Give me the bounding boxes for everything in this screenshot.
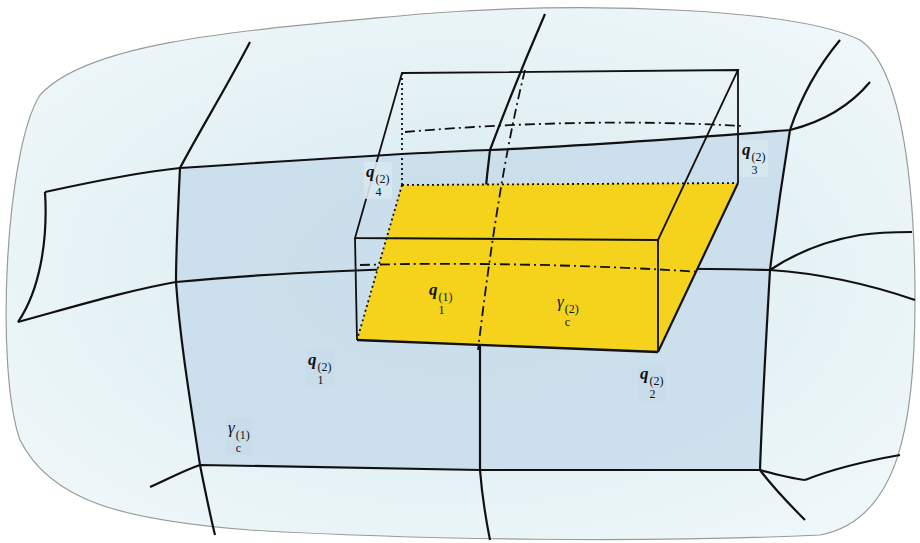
contact-face xyxy=(357,183,738,352)
mesh-lines xyxy=(18,14,915,540)
domain-outline xyxy=(6,8,915,540)
math-label: q4(2) xyxy=(364,162,392,199)
math-label: q2(2) xyxy=(638,364,666,401)
dash-dot-lines xyxy=(360,70,742,350)
math-label: q1(2) xyxy=(306,350,334,387)
contact-surface-patch xyxy=(176,130,790,470)
math-label: q3(2) xyxy=(740,140,768,177)
math-label: γc(1) xyxy=(226,418,252,455)
element-box xyxy=(355,70,738,352)
math-label: γc(2) xyxy=(555,292,581,329)
math-label: q1(1) xyxy=(427,280,455,317)
